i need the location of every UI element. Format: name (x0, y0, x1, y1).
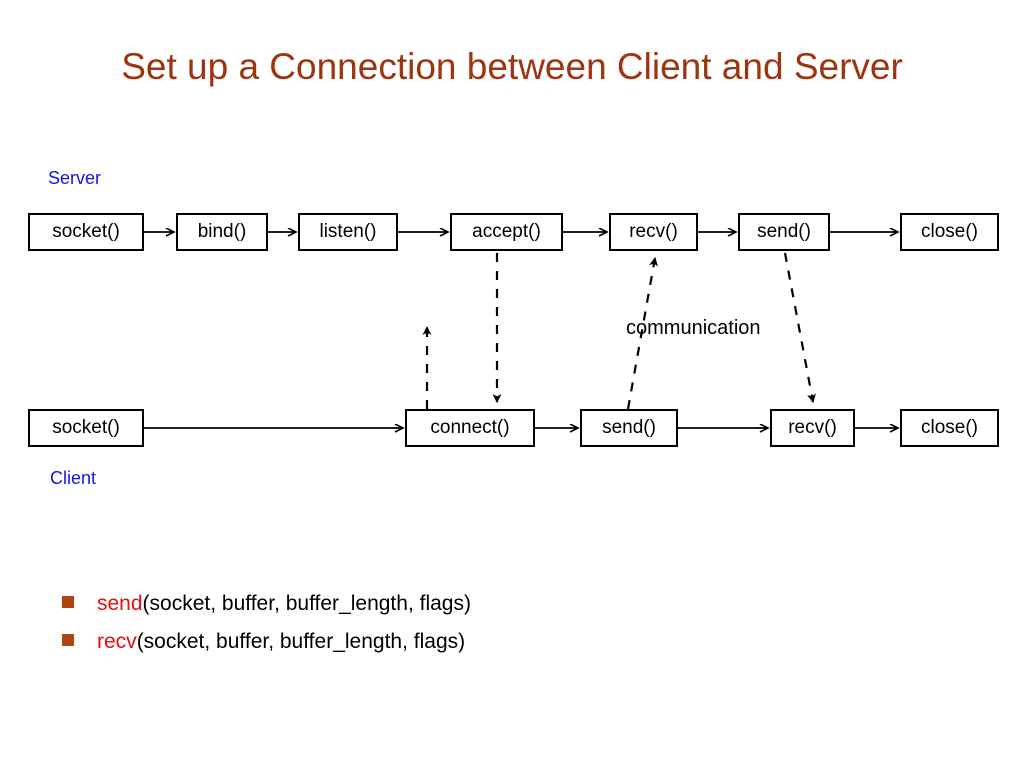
client-role-label: Client (50, 468, 97, 488)
server-node-send[interactable]: send() (738, 213, 830, 251)
signature-text: recv(socket, buffer, buffer_length, flag… (97, 630, 465, 654)
bullet-square-icon (62, 634, 74, 646)
communication-label: communication (626, 317, 761, 339)
client-node-close[interactable]: close() (900, 409, 999, 447)
node-label: close() (920, 221, 978, 242)
function-name: recv (97, 630, 137, 653)
dashed-arrow-client-send-to-server-recv (626, 257, 659, 410)
server-node-socket[interactable]: socket() (28, 213, 144, 251)
node-label: recv() (629, 221, 678, 242)
node-label: recv() (788, 417, 837, 438)
function-args: (socket, buffer, buffer_length, flags) (136, 630, 466, 653)
signature-item: recv(socket, buffer, buffer_length, flag… (62, 630, 782, 668)
node-label: listen() (319, 221, 377, 242)
node-label: bind() (197, 221, 247, 242)
server-role-label: Server (48, 168, 102, 188)
node-label: send() (602, 417, 656, 438)
client-node-send[interactable]: send() (580, 409, 678, 447)
client-node-recv[interactable]: recv() (770, 409, 855, 447)
bullet-square-icon (62, 596, 74, 608)
server-node-listen[interactable]: listen() (298, 213, 398, 251)
function-name: send (97, 592, 143, 615)
server-node-recv[interactable]: recv() (609, 213, 698, 251)
node-label: socket() (52, 417, 120, 438)
node-label: send() (757, 221, 811, 242)
signature-item: send(socket, buffer, buffer_length, flag… (62, 592, 782, 630)
server-node-accept[interactable]: accept() (450, 213, 563, 251)
diagram-arrow-layer (144, 0, 1024, 560)
page-title: Set up a Connection between Client and S… (121, 46, 903, 87)
client-node-socket[interactable]: socket() (28, 409, 144, 447)
server-node-close[interactable]: close() (900, 213, 999, 251)
client-node-connect[interactable]: connect() (405, 409, 535, 447)
dashed-connection-arrows (422, 252, 816, 410)
function-args: (socket, buffer, buffer_length, flags) (142, 592, 471, 615)
signature-text: send(socket, buffer, buffer_length, flag… (97, 592, 471, 616)
node-label: connect() (430, 417, 510, 438)
dashed-arrow-server-send-to-client-recv (783, 252, 816, 403)
node-label: close() (920, 417, 978, 438)
server-node-bind[interactable]: bind() (176, 213, 268, 251)
function-signature-list: send(socket, buffer, buffer_length, flag… (62, 592, 782, 668)
node-label: accept() (472, 221, 541, 242)
node-label: socket() (52, 221, 120, 242)
